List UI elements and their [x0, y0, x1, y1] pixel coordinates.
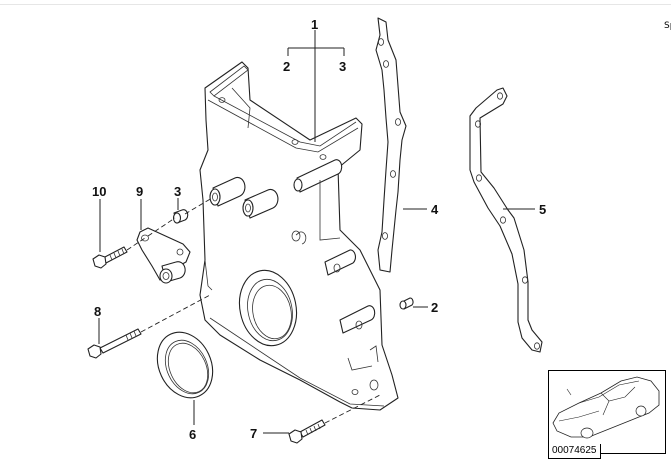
top-divider — [0, 4, 671, 5]
leader-lines — [98, 30, 535, 434]
dowel-sleeve[interactable] — [172, 209, 189, 224]
hex-bolt-bottom[interactable] — [288, 419, 326, 444]
assembly-line — [140, 294, 211, 333]
callout-6: 6 — [189, 427, 196, 442]
vehicle-thumbnail — [548, 370, 666, 454]
dowel-pin[interactable] — [399, 297, 414, 310]
shaft-seal-ring[interactable] — [147, 323, 223, 407]
callout-1: 1 — [311, 17, 318, 32]
callout-7: 7 — [250, 426, 257, 441]
callout-2-top: 2 — [283, 59, 290, 74]
gasket-right[interactable] — [469, 87, 543, 353]
assembly-line — [147, 217, 176, 237]
assembly-line — [126, 237, 146, 251]
callout-3-top: 3 — [339, 59, 346, 74]
callout-2-pin: 2 — [431, 300, 438, 315]
timing-case-cover[interactable] — [199, 61, 399, 411]
assembly-line — [324, 394, 381, 424]
hex-bolt-bracket[interactable] — [92, 246, 128, 269]
callout-8: 8 — [94, 304, 101, 319]
diagram-id-label: 00074625 — [548, 444, 601, 459]
callout-4: 4 — [431, 202, 439, 217]
callout-5: 5 — [539, 202, 546, 217]
long-hex-bolt[interactable] — [87, 328, 142, 359]
gasket-left[interactable] — [375, 17, 407, 273]
bracket[interactable] — [136, 227, 191, 284]
callout-9: 9 — [136, 184, 143, 199]
callout-3-sleeve: 3 — [174, 184, 181, 199]
corner-label: Sp — [664, 21, 671, 31]
assembly-line — [184, 197, 213, 215]
callout-10: 10 — [92, 184, 106, 199]
car-silhouette-icon — [552, 376, 660, 439]
